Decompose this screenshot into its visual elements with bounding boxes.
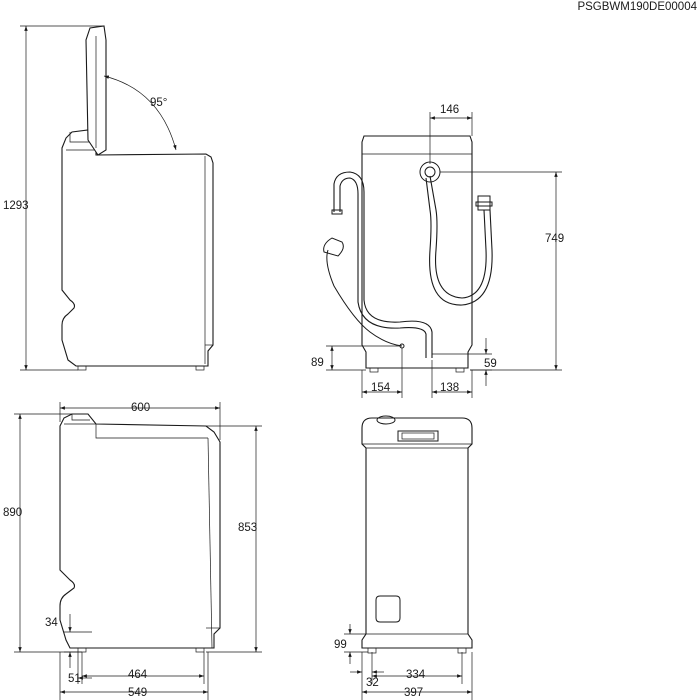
body-height-dimension: 853 [206,425,262,653]
front-width-dimension: 397 [362,652,473,700]
lid-angle-dimension: 95° [103,75,177,151]
drain-offset-dimension: 154 [361,348,403,398]
total-height-dimension: 1293 [3,25,104,371]
inlet-offset-label: 146 [440,104,459,116]
machine-body-side-open [61,129,214,371]
body-height-label: 853 [238,522,257,534]
machine-body-front [361,415,473,654]
side-view-open-lid: 95° 1293 [3,25,214,371]
inlet-bottom-offset-label: 138 [440,382,459,394]
drain-offset-label: 154 [371,382,391,394]
foot-offset-dimension: 51 [68,652,92,685]
lid-angle-label: 95° [150,97,167,109]
inlet-height-label: 749 [545,233,564,245]
side-view-closed: 600 890 853 34 51 [3,402,262,700]
front-foot-offset-label: 32 [366,677,379,689]
foot-span-dimension: 464 [81,652,205,684]
foot-span-label: 464 [128,669,148,681]
foot-offset-label: 51 [68,673,81,685]
inlet-offset-dimension: 146 [429,104,473,164]
drawing-code: PSGBWM190DE00004 [577,1,697,13]
top-depth-dimension: 600 [59,402,221,440]
rear-view: 146 749 89 154 59 [311,104,564,398]
total-height-closed-label: 890 [3,507,22,519]
machine-body-side-closed [59,413,221,653]
total-height-label: 1293 [3,200,29,212]
front-foot-height-label: 99 [334,639,347,651]
base-depth-dimension: 549 [59,652,209,700]
front-foot-height-dimension: 99 [334,624,368,664]
base-depth-label: 549 [128,687,147,699]
inlet-height-dimension: 749 [440,171,564,371]
inlet-bottom-height-dimension: 59 [432,338,497,386]
front-view: 99 334 32 397 [334,415,473,700]
foot-height-label: 34 [45,617,58,629]
inlet-bottom-offset-dimension: 138 [431,360,473,398]
front-foot-span-dimension: 334 [371,652,463,684]
drain-hose [331,171,433,358]
drain-height-dimension: 89 [311,345,400,371]
inlet-bottom-height-label: 59 [484,358,497,370]
drain-height-label: 89 [311,357,324,369]
foot-height-dimension: 34 [45,614,92,668]
machine-body-rear [361,135,473,373]
front-width-label: 397 [404,687,423,699]
open-lid [85,25,107,156]
front-foot-span-label: 334 [406,669,426,681]
top-depth-label: 600 [131,402,150,414]
